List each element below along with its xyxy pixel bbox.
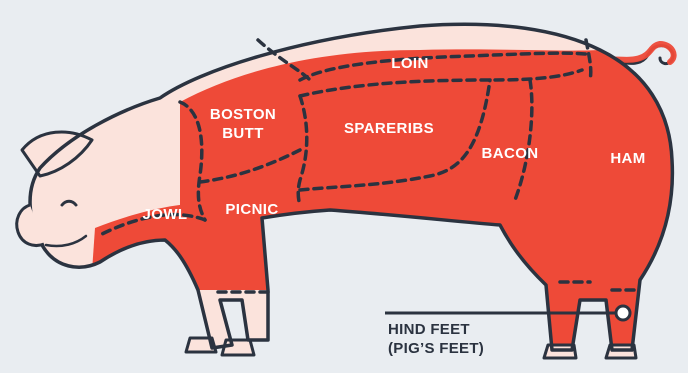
- label-bacon: BACON: [482, 145, 539, 162]
- label-jowl: JOWL: [143, 206, 188, 223]
- label-loin: LOIN: [391, 55, 428, 72]
- label-spareribs: SPARERIBS: [344, 120, 434, 137]
- label-picnic: PICNIC: [225, 201, 278, 218]
- callout-hind-feet: HIND FEET: [388, 321, 470, 338]
- callout-dot: [616, 306, 630, 320]
- label-ham: HAM: [610, 150, 645, 167]
- label-boston-butt-2: BUTT: [222, 125, 264, 142]
- callout-pigs-feet: (PIG’S FEET): [388, 340, 484, 357]
- label-boston-butt-1: BOSTON: [210, 106, 276, 123]
